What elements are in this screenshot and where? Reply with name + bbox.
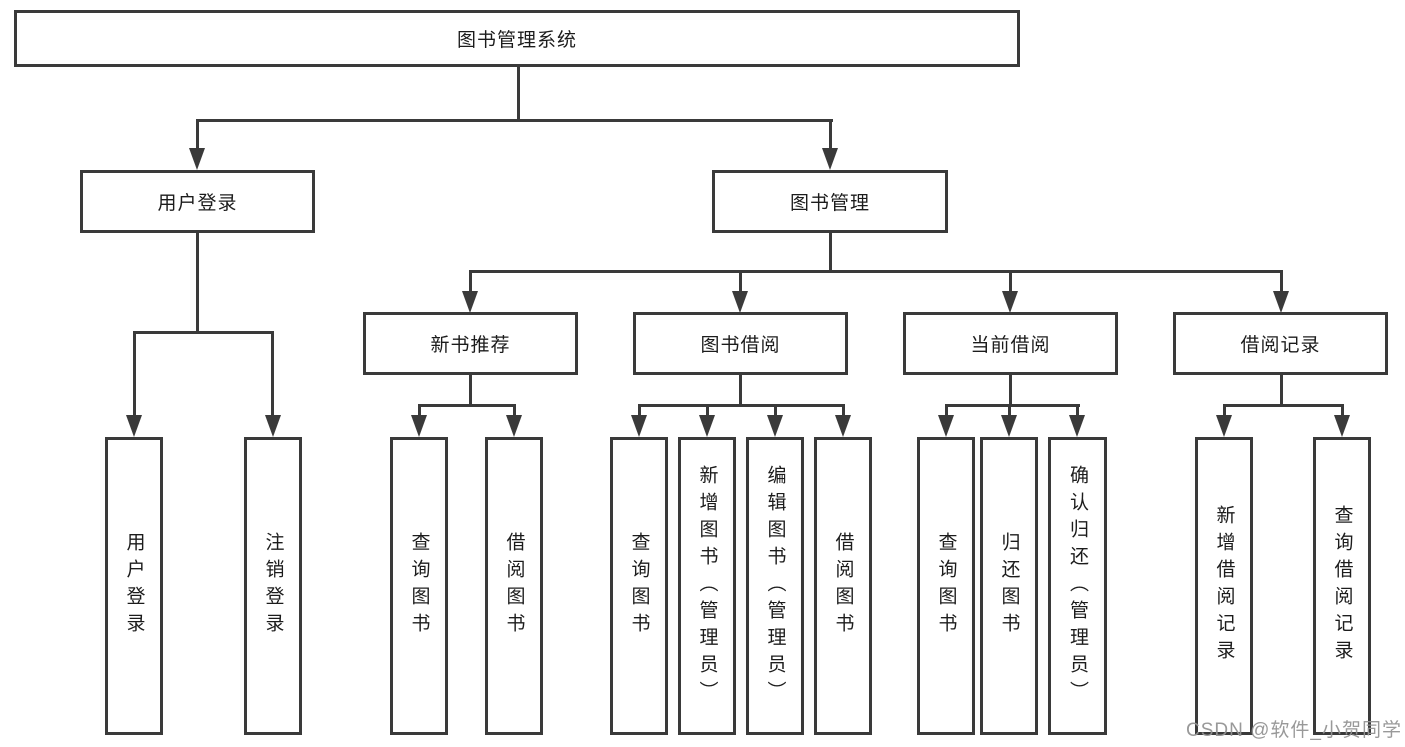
arrow-down-icon — [189, 148, 205, 170]
connector-line — [842, 404, 845, 418]
connector-line — [1223, 404, 1226, 418]
connector-line — [513, 404, 516, 418]
connector-line — [829, 233, 832, 273]
connector-line — [945, 404, 1080, 407]
leaf-borrow-books-2: 借阅图书 — [814, 437, 872, 735]
node-borrow-records: 借阅记录 — [1173, 312, 1388, 375]
node-borrow-records-label: 借阅记录 — [1240, 335, 1321, 356]
leaf-user-login-label: 用户登录 — [123, 532, 145, 640]
connector-line — [1223, 404, 1344, 407]
leaf-borrow-books-2-label: 借阅图书 — [832, 532, 854, 640]
arrow-down-icon — [506, 415, 522, 437]
node-book-management-label: 图书管理 — [789, 193, 870, 214]
connector-line — [829, 119, 832, 151]
connector-line — [418, 404, 421, 418]
connector-line — [706, 404, 709, 418]
leaf-borrow-books-1: 借阅图书 — [485, 437, 543, 735]
connector-line — [739, 375, 742, 407]
arrow-down-icon — [767, 415, 783, 437]
connector-line — [469, 270, 472, 292]
arrow-down-icon — [732, 291, 748, 313]
node-new-book-recommend-label: 新书推荐 — [430, 335, 511, 356]
connector-line — [517, 67, 520, 122]
connector-line — [196, 119, 833, 122]
arrow-down-icon — [265, 415, 281, 437]
leaf-edit-books-admin: 编辑图书（管理员） — [746, 437, 804, 735]
connector-line — [739, 270, 742, 292]
arrow-down-icon — [1001, 415, 1017, 437]
node-user-login: 用户登录 — [80, 170, 315, 233]
arrow-down-icon — [938, 415, 954, 437]
arrow-down-icon — [126, 415, 142, 437]
arrow-down-icon — [631, 415, 647, 437]
node-root-label: 图书管理系统 — [456, 30, 577, 51]
leaf-return-books: 归还图书 — [980, 437, 1038, 735]
connector-line — [133, 331, 274, 334]
connector-line — [196, 233, 199, 334]
arrow-down-icon — [835, 415, 851, 437]
leaf-confirm-return-admin: 确认归还（管理员） — [1048, 437, 1107, 735]
arrow-down-icon — [1002, 291, 1018, 313]
leaf-query-books-1: 查询图书 — [390, 437, 448, 735]
leaf-edit-books-admin-label: 编辑图书（管理员） — [764, 464, 786, 708]
connector-line — [638, 404, 641, 418]
connector-line — [133, 331, 136, 415]
connector-line — [1076, 404, 1079, 418]
node-new-book-recommend: 新书推荐 — [363, 312, 578, 375]
leaf-query-books-2-label: 查询图书 — [628, 532, 650, 640]
node-book-borrow: 图书借阅 — [633, 312, 848, 375]
connector-line — [196, 119, 199, 151]
leaf-query-books-1-label: 查询图书 — [408, 532, 430, 640]
node-book-management: 图书管理 — [712, 170, 948, 233]
node-root: 图书管理系统 — [14, 10, 1020, 67]
node-book-borrow-label: 图书借阅 — [700, 335, 781, 356]
arrow-down-icon — [1334, 415, 1350, 437]
leaf-query-books-2: 查询图书 — [610, 437, 668, 735]
arrow-down-icon — [1216, 415, 1232, 437]
connector-line — [418, 404, 516, 407]
node-current-borrow-label: 当前借阅 — [970, 335, 1051, 356]
leaf-query-books-3: 查询图书 — [917, 437, 975, 735]
leaf-add-books-admin-label: 新增图书（管理员） — [696, 464, 718, 708]
leaf-logout-label: 注销登录 — [262, 532, 284, 640]
leaf-query-borrow-record: 查询借阅记录 — [1313, 437, 1371, 735]
arrow-down-icon — [462, 291, 478, 313]
leaf-add-borrow-record-label: 新增借阅记录 — [1213, 505, 1235, 667]
connector-line — [271, 331, 274, 415]
node-user-login-label: 用户登录 — [157, 193, 238, 214]
connector-line — [638, 404, 845, 407]
connector-line — [1280, 270, 1283, 292]
connector-line — [1280, 375, 1283, 407]
arrow-down-icon — [411, 415, 427, 437]
leaf-add-borrow-record: 新增借阅记录 — [1195, 437, 1253, 735]
arrow-down-icon — [822, 148, 838, 170]
leaf-logout: 注销登录 — [244, 437, 302, 735]
leaf-query-borrow-record-label: 查询借阅记录 — [1331, 505, 1353, 667]
leaf-query-books-3-label: 查询图书 — [935, 532, 957, 640]
connector-line — [1008, 404, 1011, 418]
connector-line — [1341, 404, 1344, 418]
csdn-watermark: CSDN @软件_小贺同学 — [1186, 720, 1402, 741]
leaf-confirm-return-admin-label: 确认归还（管理员） — [1067, 464, 1088, 708]
connector-line — [1009, 375, 1012, 407]
arrow-down-icon — [1273, 291, 1289, 313]
connector-line — [774, 404, 777, 418]
arrow-down-icon — [1069, 415, 1085, 437]
connector-line — [469, 375, 472, 407]
node-current-borrow: 当前借阅 — [903, 312, 1118, 375]
arrow-down-icon — [699, 415, 715, 437]
leaf-add-books-admin: 新增图书（管理员） — [678, 437, 736, 735]
leaf-return-books-label: 归还图书 — [998, 532, 1020, 640]
connector-line — [945, 404, 948, 418]
connector-line — [1009, 270, 1012, 292]
leaf-user-login: 用户登录 — [105, 437, 163, 735]
leaf-borrow-books-1-label: 借阅图书 — [503, 532, 525, 640]
connector-line — [469, 270, 1283, 273]
